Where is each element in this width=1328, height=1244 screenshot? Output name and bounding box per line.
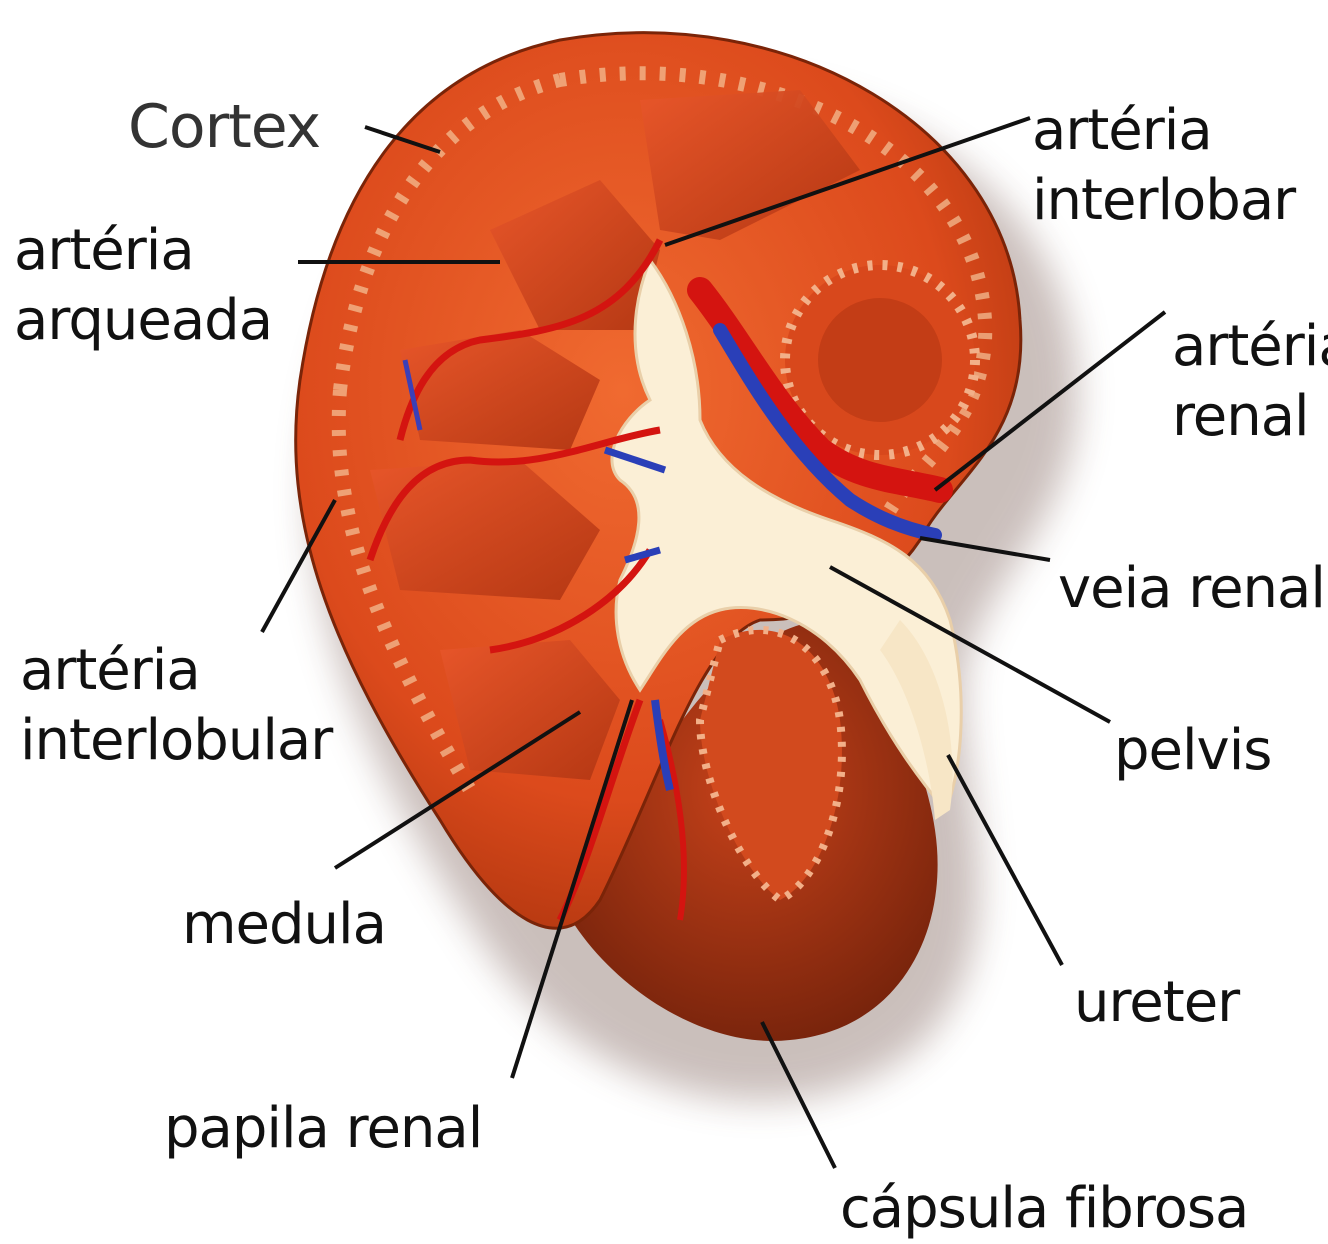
label-pelvis: pelvis	[1114, 716, 1271, 786]
label-arteria-interlobular-line1: artéria	[20, 636, 332, 706]
label-arteria-interlobar-line2: interlobar	[1032, 166, 1295, 236]
label-veia-renal: veia renal	[1058, 554, 1325, 624]
label-arteria-renal-line1: artéria	[1172, 312, 1328, 382]
pyramid-round	[818, 298, 942, 422]
label-arteria-renal: artéria renal	[1172, 312, 1328, 452]
label-arteria-interlobular-line2: interlobular	[20, 706, 332, 776]
label-ureter-text: ureter	[1074, 968, 1239, 1038]
label-arteria-arqueada: artéria arqueada	[14, 216, 272, 356]
label-arteria-arqueada-line2: arqueada	[14, 286, 272, 356]
label-arteria-interlobar-line1: artéria	[1032, 96, 1295, 166]
label-cortex: Cortex	[128, 92, 320, 162]
label-veia-renal-text: veia renal	[1058, 554, 1325, 624]
label-medula-text: medula	[182, 890, 386, 960]
label-arteria-renal-line2: renal	[1172, 382, 1328, 452]
label-ureter: ureter	[1074, 968, 1239, 1038]
label-capsula-fibrosa-text: cápsula fibrosa	[840, 1174, 1248, 1244]
label-arteria-arqueada-line1: artéria	[14, 216, 272, 286]
label-capsula-fibrosa: cápsula fibrosa	[840, 1174, 1248, 1244]
label-pelvis-text: pelvis	[1114, 716, 1271, 786]
label-medula: medula	[182, 890, 386, 960]
label-papila-renal-text: papila renal	[164, 1094, 482, 1164]
label-arteria-interlobar: artéria interlobar	[1032, 96, 1295, 236]
label-papila-renal: papila renal	[164, 1094, 482, 1164]
label-arteria-interlobular: artéria interlobular	[20, 636, 332, 776]
label-cortex-text: Cortex	[128, 92, 320, 162]
